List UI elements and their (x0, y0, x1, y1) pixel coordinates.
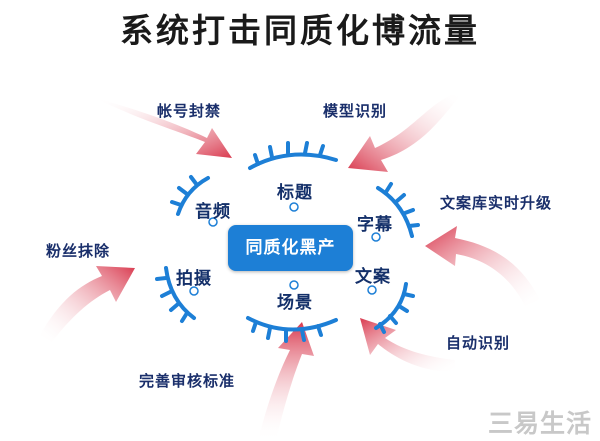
node-scene: 场景 (277, 293, 313, 313)
label-fan-removal: 粉丝抹除 (46, 242, 111, 260)
watermark-logo: 三易生活 (488, 409, 593, 438)
page-title: 系统打击同质化博流量 (120, 11, 480, 50)
label-model-recognition: 模型识别 (323, 102, 388, 120)
arrow-model-recognition (348, 92, 460, 172)
node-subtitle: 字幕 (357, 215, 393, 235)
label-account-ban: 帐号封禁 (157, 102, 222, 120)
label-review-standard: 完善审核标准 (139, 372, 236, 390)
label-copy-library: 文案库实时升级 (440, 194, 553, 212)
arrow-auto-recognition (360, 318, 455, 372)
center-node: 同质化黑产 (228, 225, 353, 271)
ring-arcs (155, 141, 420, 343)
label-auto-recognition: 自动识别 (446, 334, 511, 352)
arrow-account-ban (95, 98, 232, 158)
node-copy: 文案 (355, 267, 391, 287)
arrow-fan-removal (40, 266, 135, 342)
arrow-copy-library (425, 226, 540, 306)
node-title: 标题 (277, 183, 313, 203)
node-shooting: 拍摄 (176, 269, 212, 289)
arrow-review-standard (258, 322, 314, 441)
node-audio: 音频 (195, 202, 231, 222)
node-dots (189, 202, 381, 296)
